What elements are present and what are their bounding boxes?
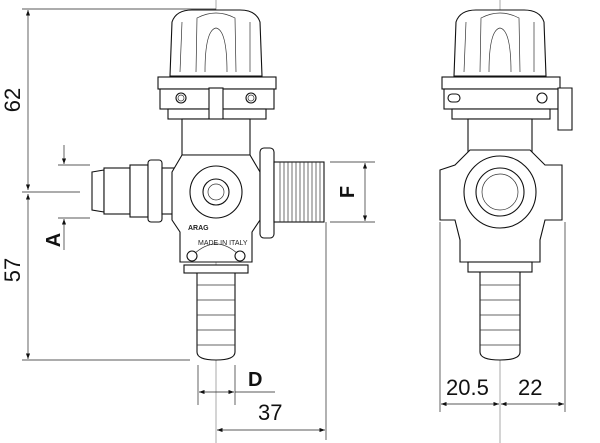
dim-22-label: 22 [518, 375, 542, 400]
side-knob [453, 9, 547, 77]
dim-37-label: 37 [258, 400, 282, 425]
dim-a-label: A [43, 233, 65, 247]
front-view: ARAG MADE IN ITALY 62 57 A D 37 F [0, 0, 375, 443]
adjustment-knob [169, 9, 263, 77]
dim-d-label: D [248, 369, 262, 391]
dim-57-label: 57 [0, 258, 25, 282]
side-view: 20.5 22 [439, 0, 573, 443]
dim-62-label: 62 [0, 88, 25, 112]
brand-logo: ARAG [188, 225, 209, 232]
dim-20-5-label: 20.5 [446, 375, 489, 400]
threaded-outlet [273, 161, 325, 223]
hose-barb [196, 272, 236, 361]
inlet-coupling [103, 167, 131, 215]
origin-marking: MADE IN ITALY [198, 240, 248, 247]
dim-f-label: F [337, 186, 359, 198]
knob-ring [157, 76, 277, 90]
